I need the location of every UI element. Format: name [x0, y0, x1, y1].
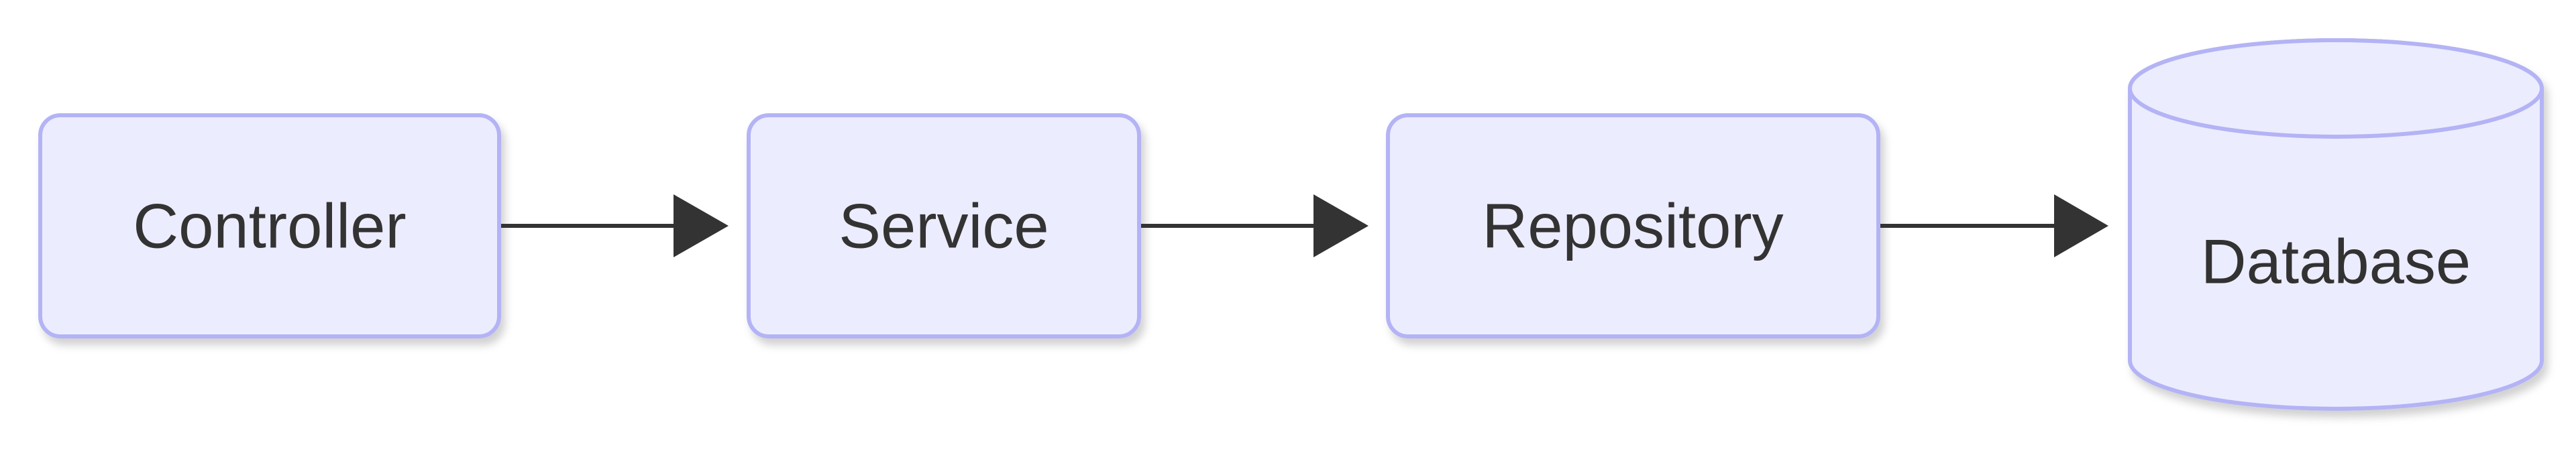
- database-cylinder-top: [2128, 38, 2544, 139]
- database-node: Database: [2128, 38, 2544, 411]
- arrow-head-icon: [674, 194, 729, 257]
- arrow-head-icon: [2054, 194, 2108, 257]
- service-box: [747, 113, 1141, 338]
- database-label: Database: [2201, 227, 2471, 297]
- service-label: Service: [839, 191, 1049, 261]
- repository-node: Repository: [1386, 113, 1880, 338]
- repository-box: [1386, 113, 1880, 338]
- controller-label: Controller: [133, 191, 407, 261]
- service-node: Service: [747, 113, 1141, 338]
- controller-box: [38, 113, 501, 338]
- controller-node: Controller: [38, 113, 501, 338]
- edge-controller-service: [501, 194, 729, 257]
- repository-label: Repository: [1482, 191, 1783, 261]
- arrow-head-icon: [1313, 194, 1368, 257]
- edge-repository-database: [1880, 194, 2108, 257]
- edge-service-repository: [1141, 194, 1368, 257]
